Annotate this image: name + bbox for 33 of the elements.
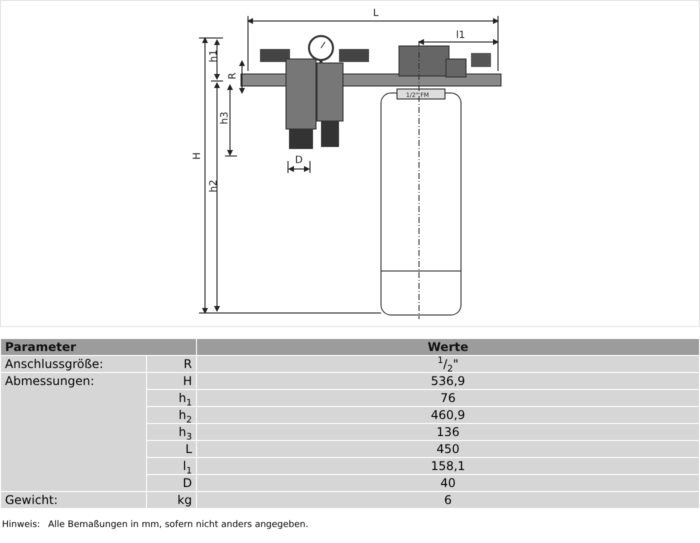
table-cell: h$_{2}$ xyxy=(146,406,196,424)
header-cell: Parameter xyxy=(0,338,196,356)
table-cell: 6 xyxy=(196,492,700,508)
dimension-label: R xyxy=(228,72,238,80)
table-cell: 136 xyxy=(196,424,700,440)
dimension-label: D xyxy=(295,156,303,166)
table-cell: 450 xyxy=(196,440,700,458)
table-cell: D xyxy=(146,474,196,492)
table-cell: Gewicht: xyxy=(0,492,146,508)
dimension-label: l1 xyxy=(456,31,466,41)
note-text: Hinweis: xyxy=(2,520,40,530)
table-cell: 158,1 xyxy=(196,458,700,474)
table-cell: R xyxy=(146,356,196,372)
dimension-label: h3 xyxy=(220,112,230,124)
table-cell: h$_{1}$ xyxy=(146,390,196,406)
table-cell: h$_{3}$ xyxy=(146,424,196,440)
header-cell: Werte xyxy=(196,338,700,356)
table-cell: H xyxy=(146,372,196,390)
dimension-label: h2 xyxy=(209,180,220,192)
dimension-label: h1 xyxy=(209,50,220,62)
table-cell: 460,9 xyxy=(196,406,700,424)
table-cell: $^{1}$/$_{2}$" xyxy=(196,356,700,372)
table-cell: L xyxy=(146,440,196,458)
table-cell: 40 xyxy=(196,474,700,492)
table-cell: kg xyxy=(146,492,196,508)
table-cell: Abmessungen: xyxy=(0,372,146,492)
table-cell: 76 xyxy=(196,390,700,406)
dimension-label: H xyxy=(192,152,203,160)
table-cell: l$_{1}$ xyxy=(146,458,196,474)
note-text: Alle Bemaßungen in mm, sofern nicht anders angegeben. xyxy=(48,520,308,530)
table-cell: 536,9 xyxy=(196,372,700,390)
table-cell: Anschlussgröße: xyxy=(0,356,146,372)
dimension-label: L xyxy=(373,9,379,19)
